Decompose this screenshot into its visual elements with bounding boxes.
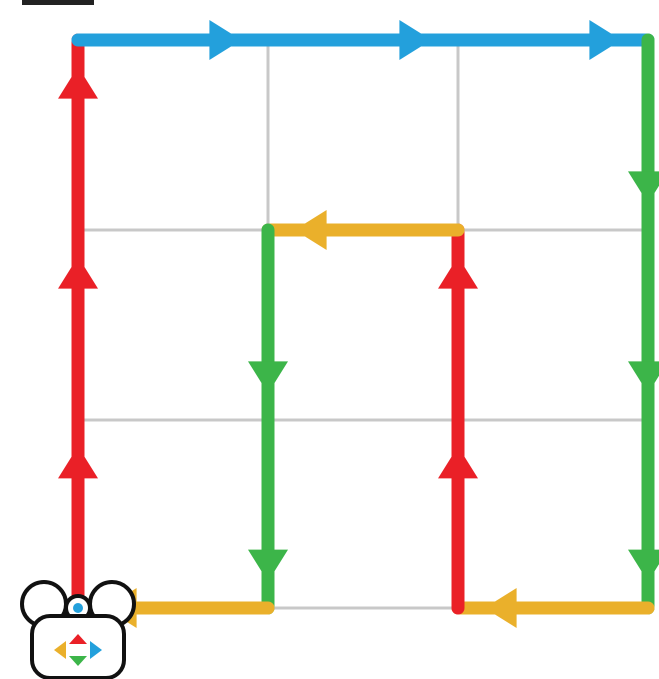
robot-mouse-icon xyxy=(22,582,134,678)
arrow-down-icon xyxy=(248,550,288,582)
arrow-up-icon xyxy=(438,257,478,289)
grid-lines xyxy=(78,40,648,608)
arrow-down-icon xyxy=(248,361,288,393)
robot-body xyxy=(32,616,124,678)
arrow-left-icon xyxy=(485,588,517,628)
arrow-up-icon xyxy=(58,67,98,99)
arrow-right-icon xyxy=(589,20,621,60)
arrow-up-icon xyxy=(438,446,478,478)
corner-mark xyxy=(22,0,94,5)
arrow-right-icon xyxy=(399,20,431,60)
robot-eye xyxy=(73,603,83,613)
arrow-right-icon xyxy=(209,20,241,60)
arrow-up-icon xyxy=(58,257,98,289)
path-lines xyxy=(78,40,648,608)
arrow-left-icon xyxy=(295,210,327,250)
arrow-up-icon xyxy=(58,446,98,478)
path-arrows xyxy=(58,20,659,628)
